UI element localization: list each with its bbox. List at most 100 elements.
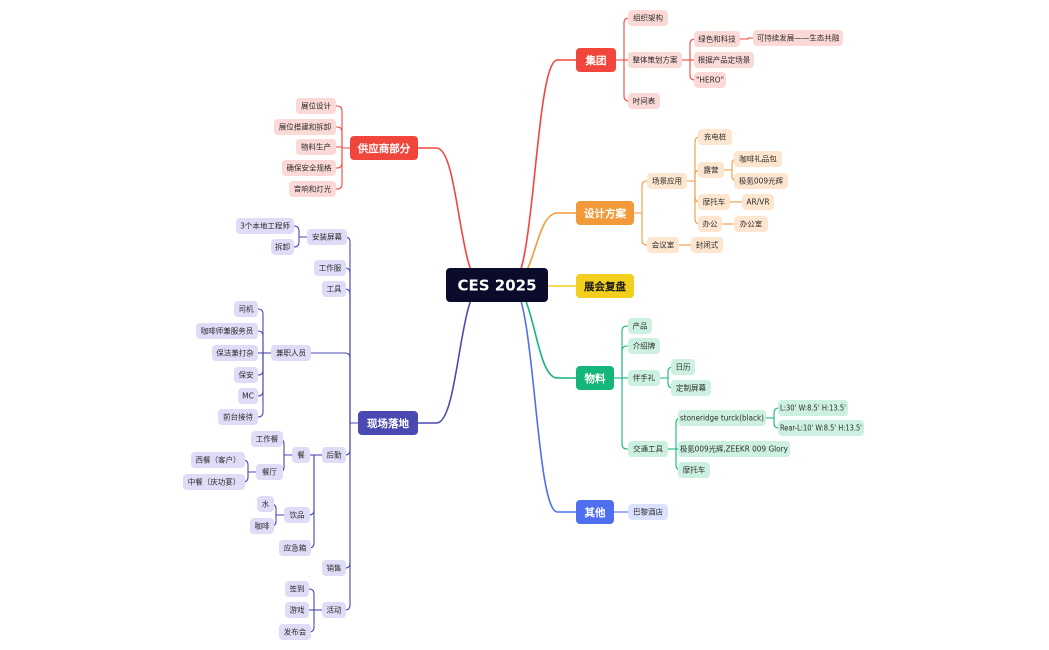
connector-x_yinpin — [308, 454, 322, 516]
node-w_banshou[interactable]: 伴手礼 — [628, 370, 660, 386]
node-s_huiyi[interactable]: 会议室 — [647, 237, 679, 253]
node-g2[interactable]: 展位搭建和拆卸 — [274, 119, 336, 135]
node-s_kafeili[interactable]: 咖啡礼品包 — [734, 151, 782, 167]
node-x_baoan[interactable]: 保安 — [234, 367, 258, 383]
node-x_qiandao-box — [285, 581, 309, 597]
node-label: 充电桩 — [704, 132, 727, 142]
node-x_fabuhui[interactable]: 发布会 — [279, 624, 311, 640]
node-s_fengbi[interactable]: 封闭式 — [691, 237, 723, 253]
node-s_bangongshi[interactable]: 办公室 — [734, 216, 768, 232]
node-x_huodong[interactable]: 活动 — [322, 602, 346, 618]
node-x_gongcheng[interactable]: 3个本地工程师 — [236, 218, 294, 234]
node-label: 保安 — [239, 370, 254, 380]
node-s_bangong[interactable]: 办公 — [698, 216, 722, 232]
node-x_siji[interactable]: 司机 — [234, 301, 258, 317]
connector-j_shijian — [616, 59, 630, 102]
branch-gongying[interactable]: 供应商部分 — [350, 136, 418, 160]
node-label: 露营 — [704, 165, 719, 175]
node-s_motuo[interactable]: 摩托车 — [698, 194, 730, 210]
node-x_xiaoshou[interactable]: 销售 — [322, 560, 346, 576]
node-j_zuzhi[interactable]: 组织架构 — [628, 10, 668, 26]
node-label: 介绍牌 — [633, 341, 656, 351]
node-label: 司机 — [239, 304, 254, 314]
node-x_youxi[interactable]: 游戏 — [285, 602, 309, 618]
node-x_kafei[interactable]: 咖啡师兼服务员 — [196, 323, 258, 339]
node-q_bali[interactable]: 巴黎酒店 — [628, 504, 668, 520]
node-w_chanpin[interactable]: 产品 — [628, 318, 652, 334]
connector-x_baoan — [257, 352, 271, 376]
node-s_jike[interactable]: 极氪009光辉 — [734, 173, 788, 189]
node-x_jijiu[interactable]: 应急箱 — [279, 540, 311, 556]
node-x_gongzuofu[interactable]: 工作服 — [314, 260, 346, 276]
node-x_baojie[interactable]: 保洁兼打杂 — [212, 345, 258, 361]
connector-g4 — [336, 147, 350, 169]
node-w_rili[interactable]: 日历 — [671, 359, 695, 375]
node-x_chaixie[interactable]: 拆卸 — [271, 239, 294, 255]
node-j_lvse[interactable]: 绿色和科技 — [694, 31, 740, 47]
connector-qita — [510, 284, 576, 513]
node-w_jieshao[interactable]: 介绍牌 — [628, 338, 660, 354]
node-w_zeekr[interactable]: 极氪009光辉,ZEEKR 009 Glory — [678, 441, 790, 457]
node-label: CES 2025 — [457, 276, 536, 294]
connector-x_jianzhi — [311, 352, 358, 424]
node-x_houqin[interactable]: 后勤 — [322, 447, 346, 463]
node-g1[interactable]: 展位设计 — [296, 98, 336, 114]
node-x_shui-box — [257, 496, 274, 512]
node-w_dim2[interactable]: Rear-L:10' W:8.5' H:13.5' — [778, 420, 864, 436]
node-label: 展位设计 — [301, 101, 331, 111]
node-x_baojie-box — [212, 345, 258, 361]
node-g4[interactable]: 确保安全规格 — [282, 160, 336, 176]
node-label: 工作服 — [319, 263, 342, 273]
node-w_jiaotong[interactable]: 交通工具 — [628, 441, 668, 457]
node-s_luying[interactable]: 露营 — [698, 162, 724, 178]
node-w_stoneridge[interactable]: stoneridge turck(black) — [678, 410, 766, 426]
node-s_chongdian[interactable]: 充电桩 — [698, 129, 732, 145]
node-label: 确保安全规格 — [287, 163, 332, 173]
node-x_qiandao[interactable]: 签到 — [285, 581, 309, 597]
node-x_huodong-box — [322, 602, 346, 618]
node-x_gongju-box — [322, 281, 346, 297]
branch-qita[interactable]: 其他 — [576, 500, 614, 524]
node-x_pingmu[interactable]: 安装屏幕 — [307, 229, 347, 245]
central-topic[interactable]: CES 2025 — [446, 268, 548, 302]
node-x_qiantai[interactable]: 前台接待 — [218, 409, 258, 425]
node-j_kechixu[interactable]: 可持续发展——生态共融 — [753, 30, 843, 46]
node-x_zhongcan[interactable]: 中餐（庆功宴） — [183, 474, 245, 490]
node-x_jianzhi[interactable]: 兼职人员 — [271, 345, 311, 361]
branch-xianchang[interactable]: 现场落地 — [358, 411, 418, 435]
branch-sheji[interactable]: 设计方案 — [576, 201, 634, 225]
node-label: 办公室 — [740, 219, 763, 229]
node-w_dim1[interactable]: L:30' W:8.5' H:13.5' — [778, 400, 848, 416]
node-x_mc[interactable]: MC — [238, 388, 258, 404]
node-label: 根据产品定场景 — [698, 55, 751, 65]
node-x_canting[interactable]: 餐厅 — [256, 464, 283, 480]
node-j_shijian[interactable]: 时间表 — [628, 93, 660, 109]
node-x_yinpin[interactable]: 饮品 — [284, 507, 310, 523]
node-j_hero-box — [694, 72, 726, 88]
connector-g1 — [336, 105, 350, 149]
branch-jituan[interactable]: 集团 — [576, 48, 616, 72]
node-j_genju[interactable]: 根据产品定场景 — [694, 52, 754, 68]
node-g3[interactable]: 物料生产 — [296, 139, 336, 155]
node-g5[interactable]: 音响和灯光 — [289, 181, 336, 197]
node-x_gongju[interactable]: 工具 — [322, 281, 346, 297]
node-w_motuo[interactable]: 摩托车 — [678, 462, 710, 478]
node-x_xican[interactable]: 西餐（客户） — [191, 452, 245, 468]
connector-j_hero — [682, 59, 696, 81]
connector-x_pingmu — [344, 236, 358, 424]
node-s_changjing[interactable]: 场景应用 — [647, 173, 687, 189]
node-w_dingzhi[interactable]: 定制屏幕 — [671, 380, 711, 396]
node-s_chongdian-box — [698, 129, 732, 145]
node-s_arvr[interactable]: AR/VR — [742, 194, 774, 210]
connector-x_jijiu — [308, 454, 322, 549]
node-x_gongzuocan[interactable]: 工作餐 — [251, 431, 283, 447]
node-x_shui[interactable]: 水 — [257, 496, 274, 512]
node-x_can[interactable]: 餐 — [292, 447, 310, 463]
branch-fupan[interactable]: 展会复盘 — [576, 274, 634, 298]
branch-wuliao[interactable]: 物料 — [576, 366, 614, 390]
node-j_cehua[interactable]: 整体策划方案 — [628, 52, 682, 68]
node-j_hero[interactable]: "HERO" — [694, 72, 726, 88]
node-x_kafeiyin[interactable]: 咖啡 — [250, 518, 274, 534]
node-label: Rear-L:10' W:8.5' H:13.5' — [780, 424, 862, 433]
node-label: 产品 — [633, 321, 648, 331]
